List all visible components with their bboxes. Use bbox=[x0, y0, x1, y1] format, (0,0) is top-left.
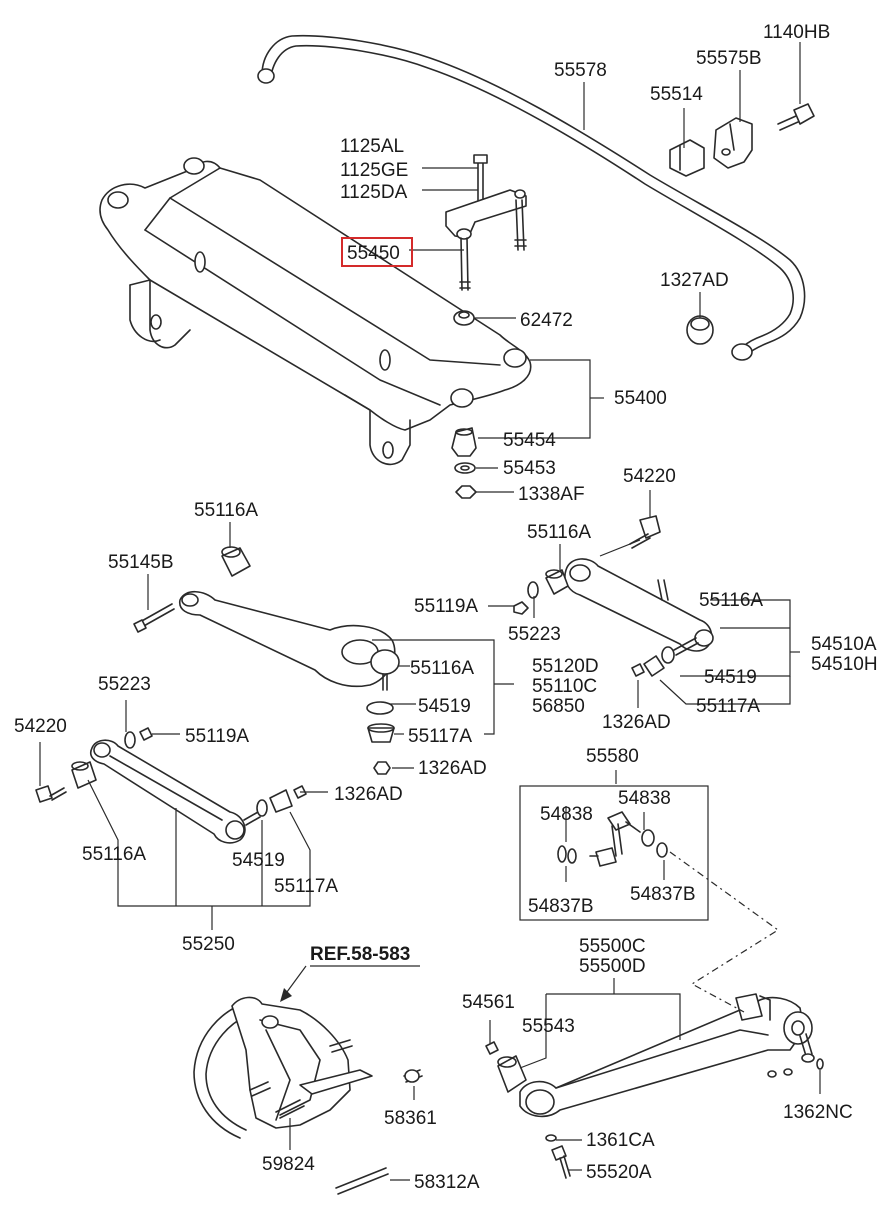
label-54510A: 54510A bbox=[811, 634, 877, 655]
label-55116A-mid: 55116A bbox=[527, 522, 591, 543]
label-55520A: 55520A bbox=[586, 1162, 652, 1183]
label-55450: 55450 bbox=[347, 243, 400, 264]
mount-bushing-stack bbox=[451, 427, 477, 499]
label-55223-right: 55223 bbox=[508, 624, 561, 645]
highlight-box bbox=[341, 237, 413, 267]
label-55117A-right: 55117A bbox=[696, 696, 760, 717]
label-54510H: 54510H bbox=[811, 654, 878, 675]
label-1338AF: 1338AF bbox=[518, 484, 585, 505]
label-1327AD: 1327AD bbox=[660, 270, 729, 291]
part-labels: 1140HB 55578 55575B 55514 1125AL 1125GE … bbox=[14, 22, 878, 1193]
stabilizer-bushing bbox=[669, 139, 705, 177]
label-1326AD-left: 1326AD bbox=[334, 784, 403, 805]
label-1125AL: 1125AL bbox=[340, 136, 404, 157]
label-55400: 55400 bbox=[614, 388, 667, 409]
label-55117A-left: 55117A bbox=[274, 876, 338, 897]
lower-arm bbox=[35, 727, 307, 844]
stabilizer-bar bbox=[257, 34, 806, 361]
label-55116A-left: 55116A bbox=[82, 844, 146, 865]
label-55117A-center: 55117A bbox=[408, 726, 472, 747]
label-1125DA: 1125DA bbox=[340, 182, 408, 203]
upper-arm-right bbox=[513, 515, 714, 677]
label-54519-right: 54519 bbox=[704, 667, 757, 688]
upper-arm-left bbox=[133, 546, 400, 775]
label-55119A-right: 55119A bbox=[414, 596, 478, 617]
label-55116A-top: 55116A bbox=[194, 500, 258, 521]
label-1361CA: 1361CA bbox=[586, 1130, 655, 1151]
label-58312A: 58312A bbox=[414, 1172, 480, 1193]
label-54838-b: 54838 bbox=[618, 788, 671, 809]
label-55578: 55578 bbox=[554, 60, 607, 81]
stabilizer-link bbox=[557, 811, 668, 867]
label-1125GE: 1125GE bbox=[340, 160, 408, 181]
leader-lines bbox=[39, 42, 821, 1181]
label-55453: 55453 bbox=[503, 458, 556, 479]
label-54561: 54561 bbox=[462, 992, 515, 1013]
label-55500D: 55500D bbox=[579, 956, 646, 977]
mounting-bracket-bolts bbox=[445, 154, 527, 251]
label-1326AD-right: 1326AD bbox=[602, 712, 671, 733]
label-55120D: 55120D bbox=[532, 656, 599, 677]
label-56850: 56850 bbox=[532, 696, 585, 717]
label-55575B: 55575B bbox=[696, 48, 762, 69]
label-54519-center: 54519 bbox=[418, 696, 471, 717]
brake-assembly bbox=[193, 996, 423, 1195]
label-54838-a: 54838 bbox=[540, 804, 593, 825]
label-55110C: 55110C bbox=[532, 676, 597, 697]
label-54220-top: 54220 bbox=[623, 466, 676, 487]
label-54220-left: 54220 bbox=[14, 716, 67, 737]
label-62472: 62472 bbox=[520, 310, 573, 331]
reference-arrow bbox=[280, 965, 420, 1002]
label-55500C: 55500C bbox=[579, 936, 646, 957]
reference-label: REF.58-583 bbox=[310, 944, 410, 965]
label-1140HB: 1140HB bbox=[763, 22, 830, 43]
label-55223-left: 55223 bbox=[98, 674, 151, 695]
label-59824: 59824 bbox=[262, 1154, 315, 1175]
label-54519-left: 54519 bbox=[232, 850, 285, 871]
crossmember bbox=[99, 157, 532, 466]
label-54837B-b: 54837B bbox=[630, 884, 696, 905]
label-55514: 55514 bbox=[650, 84, 703, 105]
highlighted-bolt-55450 bbox=[456, 228, 472, 291]
label-55145B: 55145B bbox=[108, 552, 174, 573]
label-55454: 55454 bbox=[503, 430, 556, 451]
link-connection-dashed bbox=[669, 851, 780, 1013]
spacer-62472 bbox=[453, 310, 475, 326]
label-55116A-center: 55116A bbox=[410, 658, 474, 679]
label-58361: 58361 bbox=[384, 1108, 437, 1129]
stabilizer-link-bushing bbox=[686, 315, 714, 345]
label-55119A-left: 55119A bbox=[185, 726, 249, 747]
label-1326AD-center: 1326AD bbox=[418, 758, 487, 779]
label-55250: 55250 bbox=[182, 934, 235, 955]
bushing-bracket bbox=[713, 117, 753, 169]
label-55116A-right: 55116A bbox=[699, 590, 763, 611]
stabilizer-link-box bbox=[519, 785, 709, 921]
label-1362NC: 1362NC bbox=[783, 1102, 853, 1123]
label-54837B-a: 54837B bbox=[528, 896, 594, 917]
label-55543: 55543 bbox=[522, 1016, 575, 1037]
bracket-bolt bbox=[777, 103, 815, 131]
trailing-arm bbox=[485, 993, 824, 1179]
label-55580: 55580 bbox=[586, 746, 639, 767]
